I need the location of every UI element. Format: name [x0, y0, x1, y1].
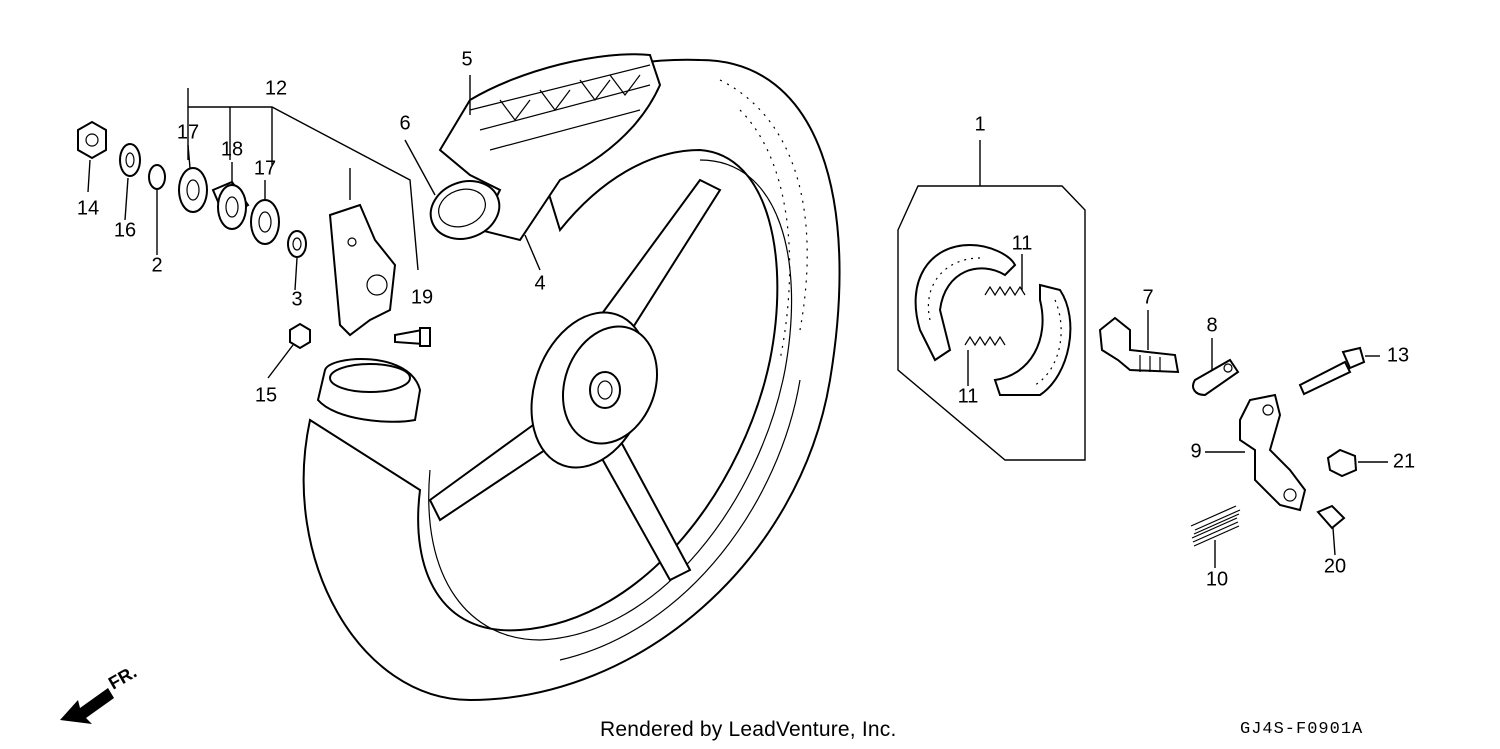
callout-17-left: 17	[177, 121, 199, 143]
callout-4: 4	[534, 272, 545, 294]
brake-parts-right	[1098, 316, 1366, 547]
callout-6: 6	[399, 112, 410, 134]
front-direction-arrow: FR.	[60, 662, 140, 724]
callout-14: 14	[77, 197, 99, 219]
callout-1: 1	[974, 113, 985, 135]
callout-7: 7	[1142, 286, 1153, 308]
callout-19: 19	[411, 286, 433, 308]
callout-10: 10	[1206, 568, 1228, 590]
leader-lines	[87, 75, 1388, 568]
callout-9: 9	[1190, 440, 1201, 462]
callout-17-right: 17	[254, 157, 276, 179]
wheel-rim	[302, 58, 841, 702]
callout-2: 2	[151, 254, 162, 276]
front-label: FR.	[105, 662, 140, 694]
callout-3: 3	[291, 288, 302, 310]
callout-11-lower: 11	[958, 385, 979, 407]
callout-16: 16	[114, 219, 136, 241]
tire-section	[429, 53, 662, 242]
callout-11-upper: 11	[1012, 232, 1033, 254]
callout-13: 13	[1387, 344, 1409, 366]
callout-20: 20	[1324, 555, 1346, 577]
axle-hardware-left	[77, 120, 431, 350]
callout-15: 15	[255, 384, 277, 406]
brake-shoe-box	[897, 185, 1086, 461]
callout-18: 18	[221, 138, 243, 160]
callout-5: 5	[461, 48, 472, 70]
callout-21: 21	[1393, 450, 1415, 472]
callout-8: 8	[1206, 314, 1217, 336]
diagram-code: GJ4S-F0901A	[1240, 720, 1364, 739]
render-credit: Rendered by LeadVenture, Inc.	[600, 718, 897, 741]
callout-12: 12	[265, 77, 287, 99]
